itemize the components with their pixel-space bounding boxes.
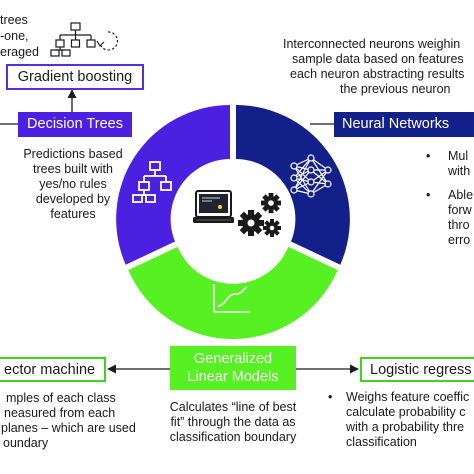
tree-diagram-icon [50,22,96,57]
glm-desc-line: classification boundary [169,430,297,444]
neural-networks-box[interactable]: Neural Networks [334,112,474,137]
logistic-bullet-line: calculate probability c [346,405,466,419]
logistic-regression-box[interactable]: Logistic regress [360,357,474,382]
decision-trees-desc-line: yes/no rules [39,177,107,191]
donut-segment-neural-networks [236,105,350,265]
neural-networks-desc-line: the previous neuron [340,82,451,96]
neural-networks-desc-line: sample data based on features [292,52,464,66]
nn-bullet-1-line: with [448,164,471,178]
decision-trees-label: Decision Trees [27,116,123,132]
computer-monitor-icon [193,190,234,223]
top-left-text-line-3: eraged [0,45,39,59]
gradient-boosting-box[interactable]: Gradient boosting [6,64,144,90]
decision-trees-box[interactable]: Decision Trees [18,112,132,137]
neural-networks-description: Interconnected neurons weighin sample da… [278,37,474,97]
svm-desc-line: oundary [3,436,49,450]
svm-label: ector machine [4,362,96,378]
nn-bullet-1-line: Mul [448,149,469,163]
donut-segment-decision-trees [116,105,230,265]
svm-box[interactable]: ector machine [0,357,106,382]
neural-networks-desc-line: each neuron abstracting results [290,67,465,81]
glm-description: Calculates “line of best fit” through th… [150,400,316,445]
glm-desc-line: Calculates “line of best [169,400,297,414]
nn-bullet-2-line: Able [448,188,474,202]
svm-desc-line: neasured from each [4,406,116,420]
nn-bullet-2-line: thro [448,218,470,232]
svm-desc-line: planes – which are used [1,421,136,435]
decision-trees-desc-line: trees built with [33,162,113,176]
glm-label-line-2: Linear Models [187,369,279,385]
neural-network-icon [290,154,332,198]
neural-networks-desc-line: Interconnected neurons weighin [283,37,461,51]
top-left-text-line-1: trees [0,13,28,27]
glm-label-line-1: Generalized [193,351,273,367]
nn-bullet-2-line: forw [448,203,472,217]
decision-trees-desc-line: developed by [35,192,111,206]
top-left-text-line-2: -one, [0,29,29,43]
decision-trees-desc-line: features [50,207,96,221]
neural-networks-bullet: • Able forw thro erro [426,188,474,247]
decision-trees-description: Predictions based trees built with yes/n… [0,147,146,222]
logistic-bullet-line: with a probability thre [346,420,465,434]
neural-networks-label: Neural Networks [342,116,450,132]
donut-segment-glm [128,246,338,340]
logistic-bullet: • Weighs feature coeffic calculate proba… [326,390,474,450]
svm-description: mples of each class neasured from each p… [0,391,150,451]
svm-desc-line: mples of each class [6,391,116,405]
gradient-boosting-label: Gradient boosting [17,69,133,85]
nn-bullet-2-line: erro [448,233,471,247]
logistic-regression-label: Logistic regress [370,362,472,378]
decision-trees-desc-line: Predictions based [23,147,123,161]
gears-icon [238,193,281,237]
neural-networks-bullets: • Mul with • Able forw thro erro [424,149,474,248]
logistic-bullet-line: Weighs feature coeffic [346,390,470,404]
glm-desc-line: fit” through the data as [170,415,296,429]
glm-box[interactable]: Generalized Linear Models [170,346,296,390]
refresh-cycle-icon [99,31,119,51]
curve-line-icon [213,284,250,313]
logistic-bullet-line: classification [346,435,417,449]
logistic-bullets: • Weighs feature coeffic calculate proba… [326,390,474,450]
neural-networks-bullet: • Mul with [424,149,474,179]
tree-diagram-icon-ring [132,161,172,203]
